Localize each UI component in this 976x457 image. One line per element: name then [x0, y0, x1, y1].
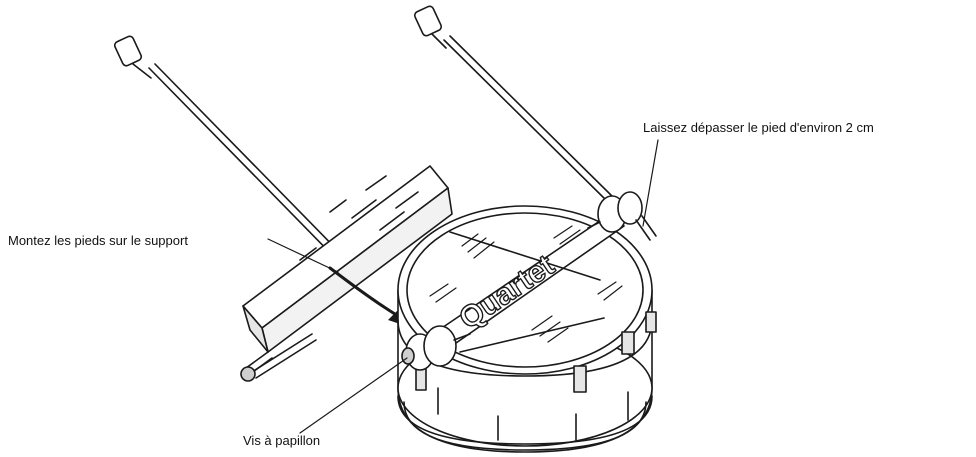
support-bracket [240, 165, 453, 382]
right-leg-rod [413, 5, 617, 205]
leader-line-mount-legs [267, 238, 339, 273]
wing-screw-label: Vis à papillon [243, 433, 321, 448]
leg-extension-label: Laissez dépasser le pied d'environ 2 cm [643, 120, 874, 135]
left-leg-rod [113, 35, 350, 267]
leader-line-leg-extension [642, 139, 659, 227]
mount-legs-label: Montez les pieds sur le support [8, 233, 188, 248]
snare-drum [397, 205, 657, 453]
leader-line-wing-screw [299, 357, 408, 434]
left-wing-screw-clamp [401, 325, 471, 371]
